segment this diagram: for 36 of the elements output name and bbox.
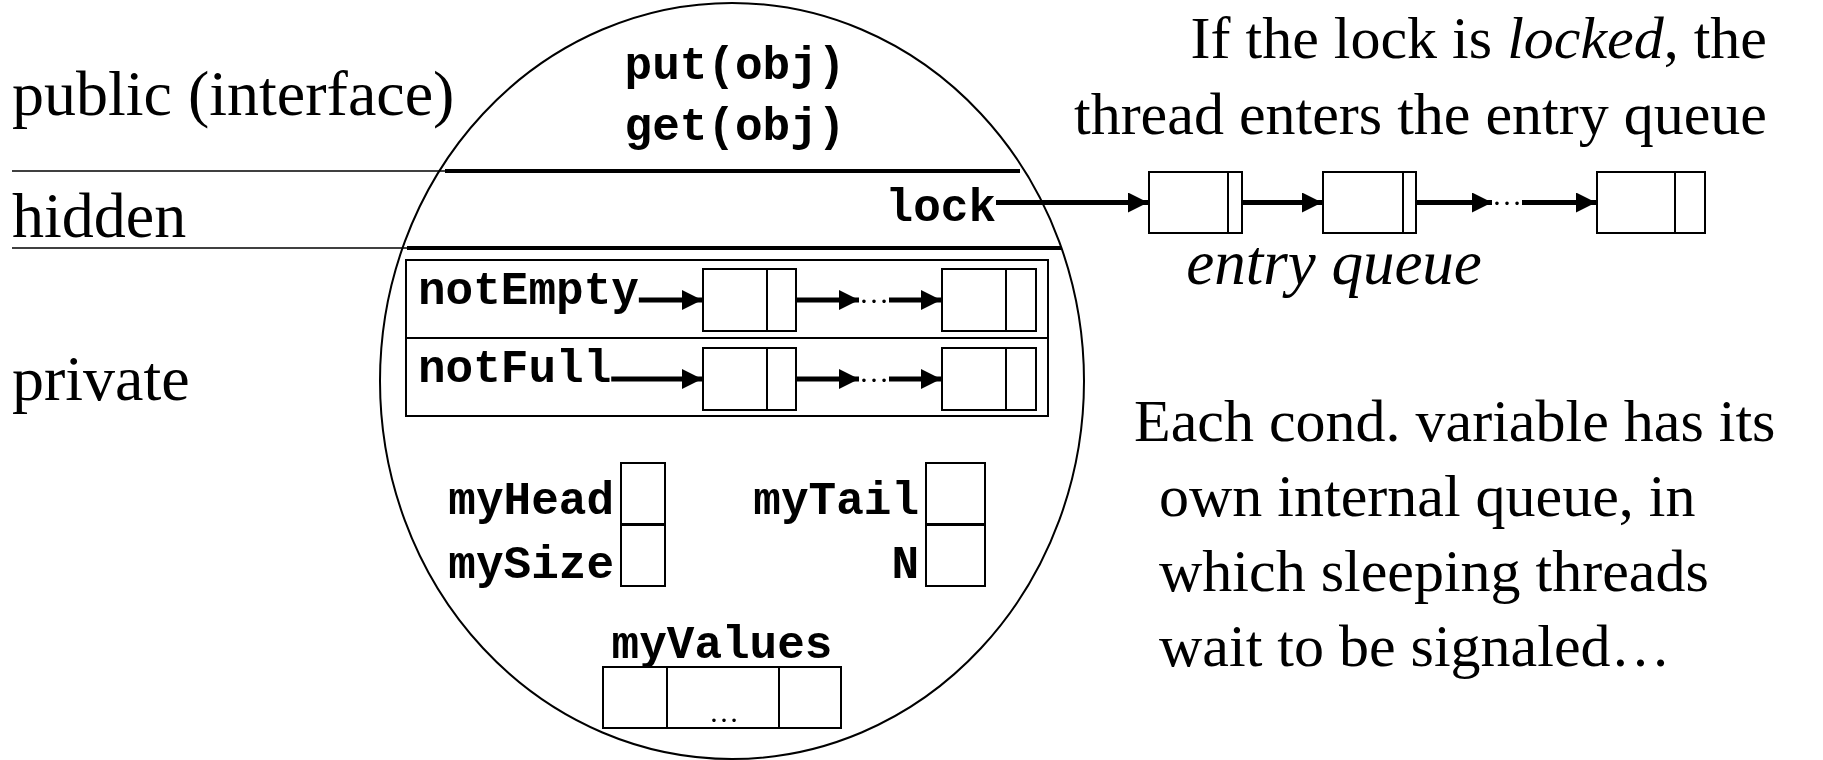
section-label: hidden [12, 184, 187, 248]
queue-cell [702, 347, 797, 411]
ellipsis: … [1492, 180, 1522, 210]
queue-cell [941, 347, 1037, 411]
arrow [889, 369, 941, 389]
queue-cell [702, 268, 797, 332]
ellipsis: … [859, 278, 889, 308]
annotation-text: If the lock is locked, the thread enters the entry queue [1072, 4, 1767, 149]
variable-label: mySize [448, 543, 614, 589]
queue-cell [1148, 171, 1243, 234]
variable-label: N [891, 543, 919, 589]
arrow [638, 290, 702, 310]
queue-cell [1322, 171, 1417, 234]
ellipsis: … [859, 357, 889, 387]
variable-label: myHead [448, 479, 614, 525]
queue-cell [941, 268, 1037, 332]
variable-label: notEmpty [418, 269, 639, 315]
arrow [1522, 192, 1596, 213]
arrow [1417, 192, 1492, 213]
variable-label: myTail [753, 479, 919, 525]
variable-label: lock [885, 186, 996, 232]
arrow [797, 369, 859, 389]
method-label: put(obj) [624, 44, 846, 90]
arrow [797, 290, 859, 310]
annotation-text: Each cond. variable has its own internal queue, in which sleeping threads wait to be signaled… [1134, 387, 1777, 681]
condition-queue-row [405, 259, 1049, 339]
condition-queue-row [405, 337, 1049, 417]
arrow [611, 369, 702, 389]
variable-label: myValues [611, 623, 833, 669]
variable-label: notFull [418, 347, 612, 393]
arrow [889, 290, 941, 310]
queue-cell [1596, 171, 1706, 234]
ellipsis: … [708, 697, 740, 727]
arrow [996, 192, 1148, 213]
arrow [1243, 192, 1322, 213]
method-label: get(obj) [624, 105, 846, 151]
